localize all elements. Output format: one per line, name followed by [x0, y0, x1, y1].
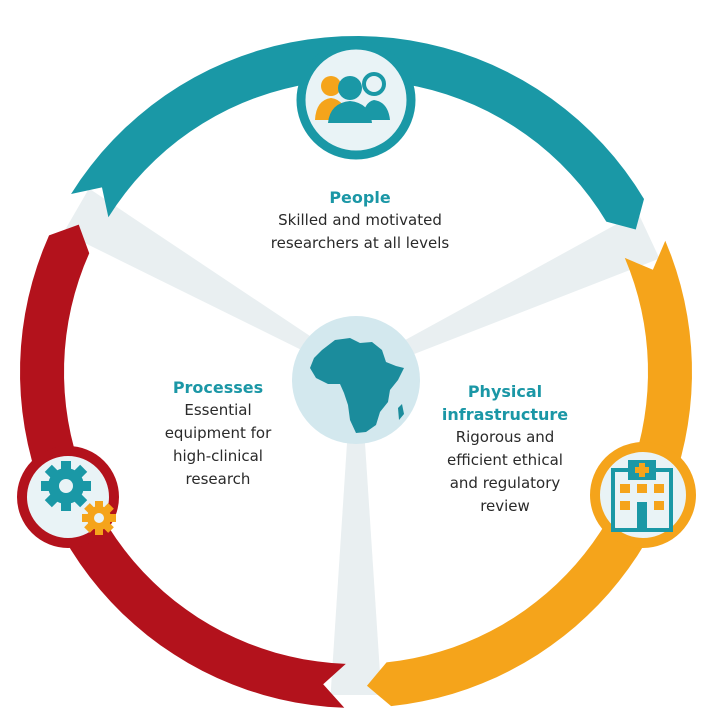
people-arc	[71, 36, 645, 230]
infrastructure-desc-line: review	[480, 497, 530, 515]
processes-arc	[20, 224, 346, 708]
people-desc-line: researchers at all levels	[270, 234, 450, 252]
gears-icon-badge	[17, 446, 119, 548]
hospital-icon	[611, 460, 673, 532]
infrastructure-desc-line: Rigorous and	[455, 428, 555, 446]
infrastructure-label: Physical infrastructure Rigorous and eff…	[425, 380, 585, 518]
people-label: People Skilled and motivated researchers…	[230, 186, 490, 255]
processes-label: Processes Essential equipment for high-c…	[148, 376, 288, 491]
infrastructure-arc	[366, 240, 692, 707]
infrastructure-title: infrastructure	[441, 405, 569, 424]
hub-circle	[292, 316, 420, 444]
people-title: People	[329, 188, 391, 207]
infrastructure-desc-line: and regulatory	[449, 474, 561, 492]
processes-desc-line: Essential	[184, 401, 252, 419]
spokes	[63, 188, 660, 696]
people-desc-line: Skilled and motivated	[278, 211, 442, 229]
processes-desc-line: research	[185, 470, 251, 488]
spoke	[330, 411, 382, 696]
people-icon-badge	[296, 40, 416, 160]
processes-title: Processes	[172, 378, 264, 397]
people-icon	[315, 72, 390, 123]
gears-icon	[41, 461, 116, 535]
processes-desc-line: equipment for	[164, 424, 272, 442]
ring-arcs	[20, 36, 692, 708]
infrastructure-title: Physical	[467, 382, 543, 401]
spoke	[63, 188, 326, 359]
infrastructure-desc-line: efficient ethical	[447, 451, 563, 469]
spoke	[388, 212, 660, 362]
processes-desc-line: high-clinical	[173, 447, 263, 465]
hospital-icon-badge	[590, 442, 696, 548]
africa-map-icon	[310, 338, 404, 433]
